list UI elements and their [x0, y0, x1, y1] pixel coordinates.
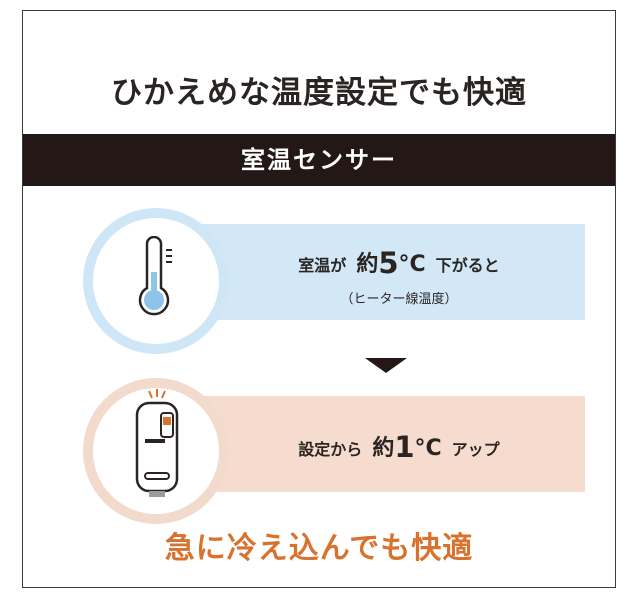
step1-prefix: 室温が — [298, 256, 347, 275]
step1-text: 室温が約5°C 下がると （ヒーター線温度） — [223, 246, 575, 307]
conclusion: 急に冷え込んでも快適 — [164, 531, 474, 566]
step2-unit: °C — [414, 436, 442, 461]
step2-suffix: アップ — [451, 440, 500, 459]
step2-prefix: 設定から — [298, 440, 363, 459]
step1-approx: 約 — [356, 252, 379, 277]
step2-text: 設定から約1°C アップ — [223, 430, 575, 464]
step2-amount: 1 — [394, 430, 415, 464]
step2-approx: 約 — [372, 436, 395, 461]
step1-main-line: 室温が約5°C 下がると — [223, 246, 575, 280]
step1-icon-ring — [83, 208, 229, 354]
step1-note: （ヒーター線温度） — [340, 292, 458, 307]
headline: ひかえめな温度設定でも快適 — [111, 75, 527, 111]
step1-unit: °C — [398, 252, 426, 277]
step1-suffix: 下がると — [435, 256, 500, 275]
section-title-band: 室温センサー — [23, 134, 615, 186]
controller-device-icon — [135, 389, 179, 497]
step2-main-line: 設定から約1°C アップ — [223, 430, 575, 464]
section-title: 室温センサー — [241, 146, 397, 174]
step1-panel: 室温が約5°C 下がると （ヒーター線温度） — [173, 224, 585, 320]
down-arrow-icon — [365, 358, 407, 373]
step1-amount: 5 — [378, 246, 399, 280]
thermometer-icon — [138, 236, 172, 316]
step2-panel: 設定から約1°C アップ — [173, 396, 585, 492]
